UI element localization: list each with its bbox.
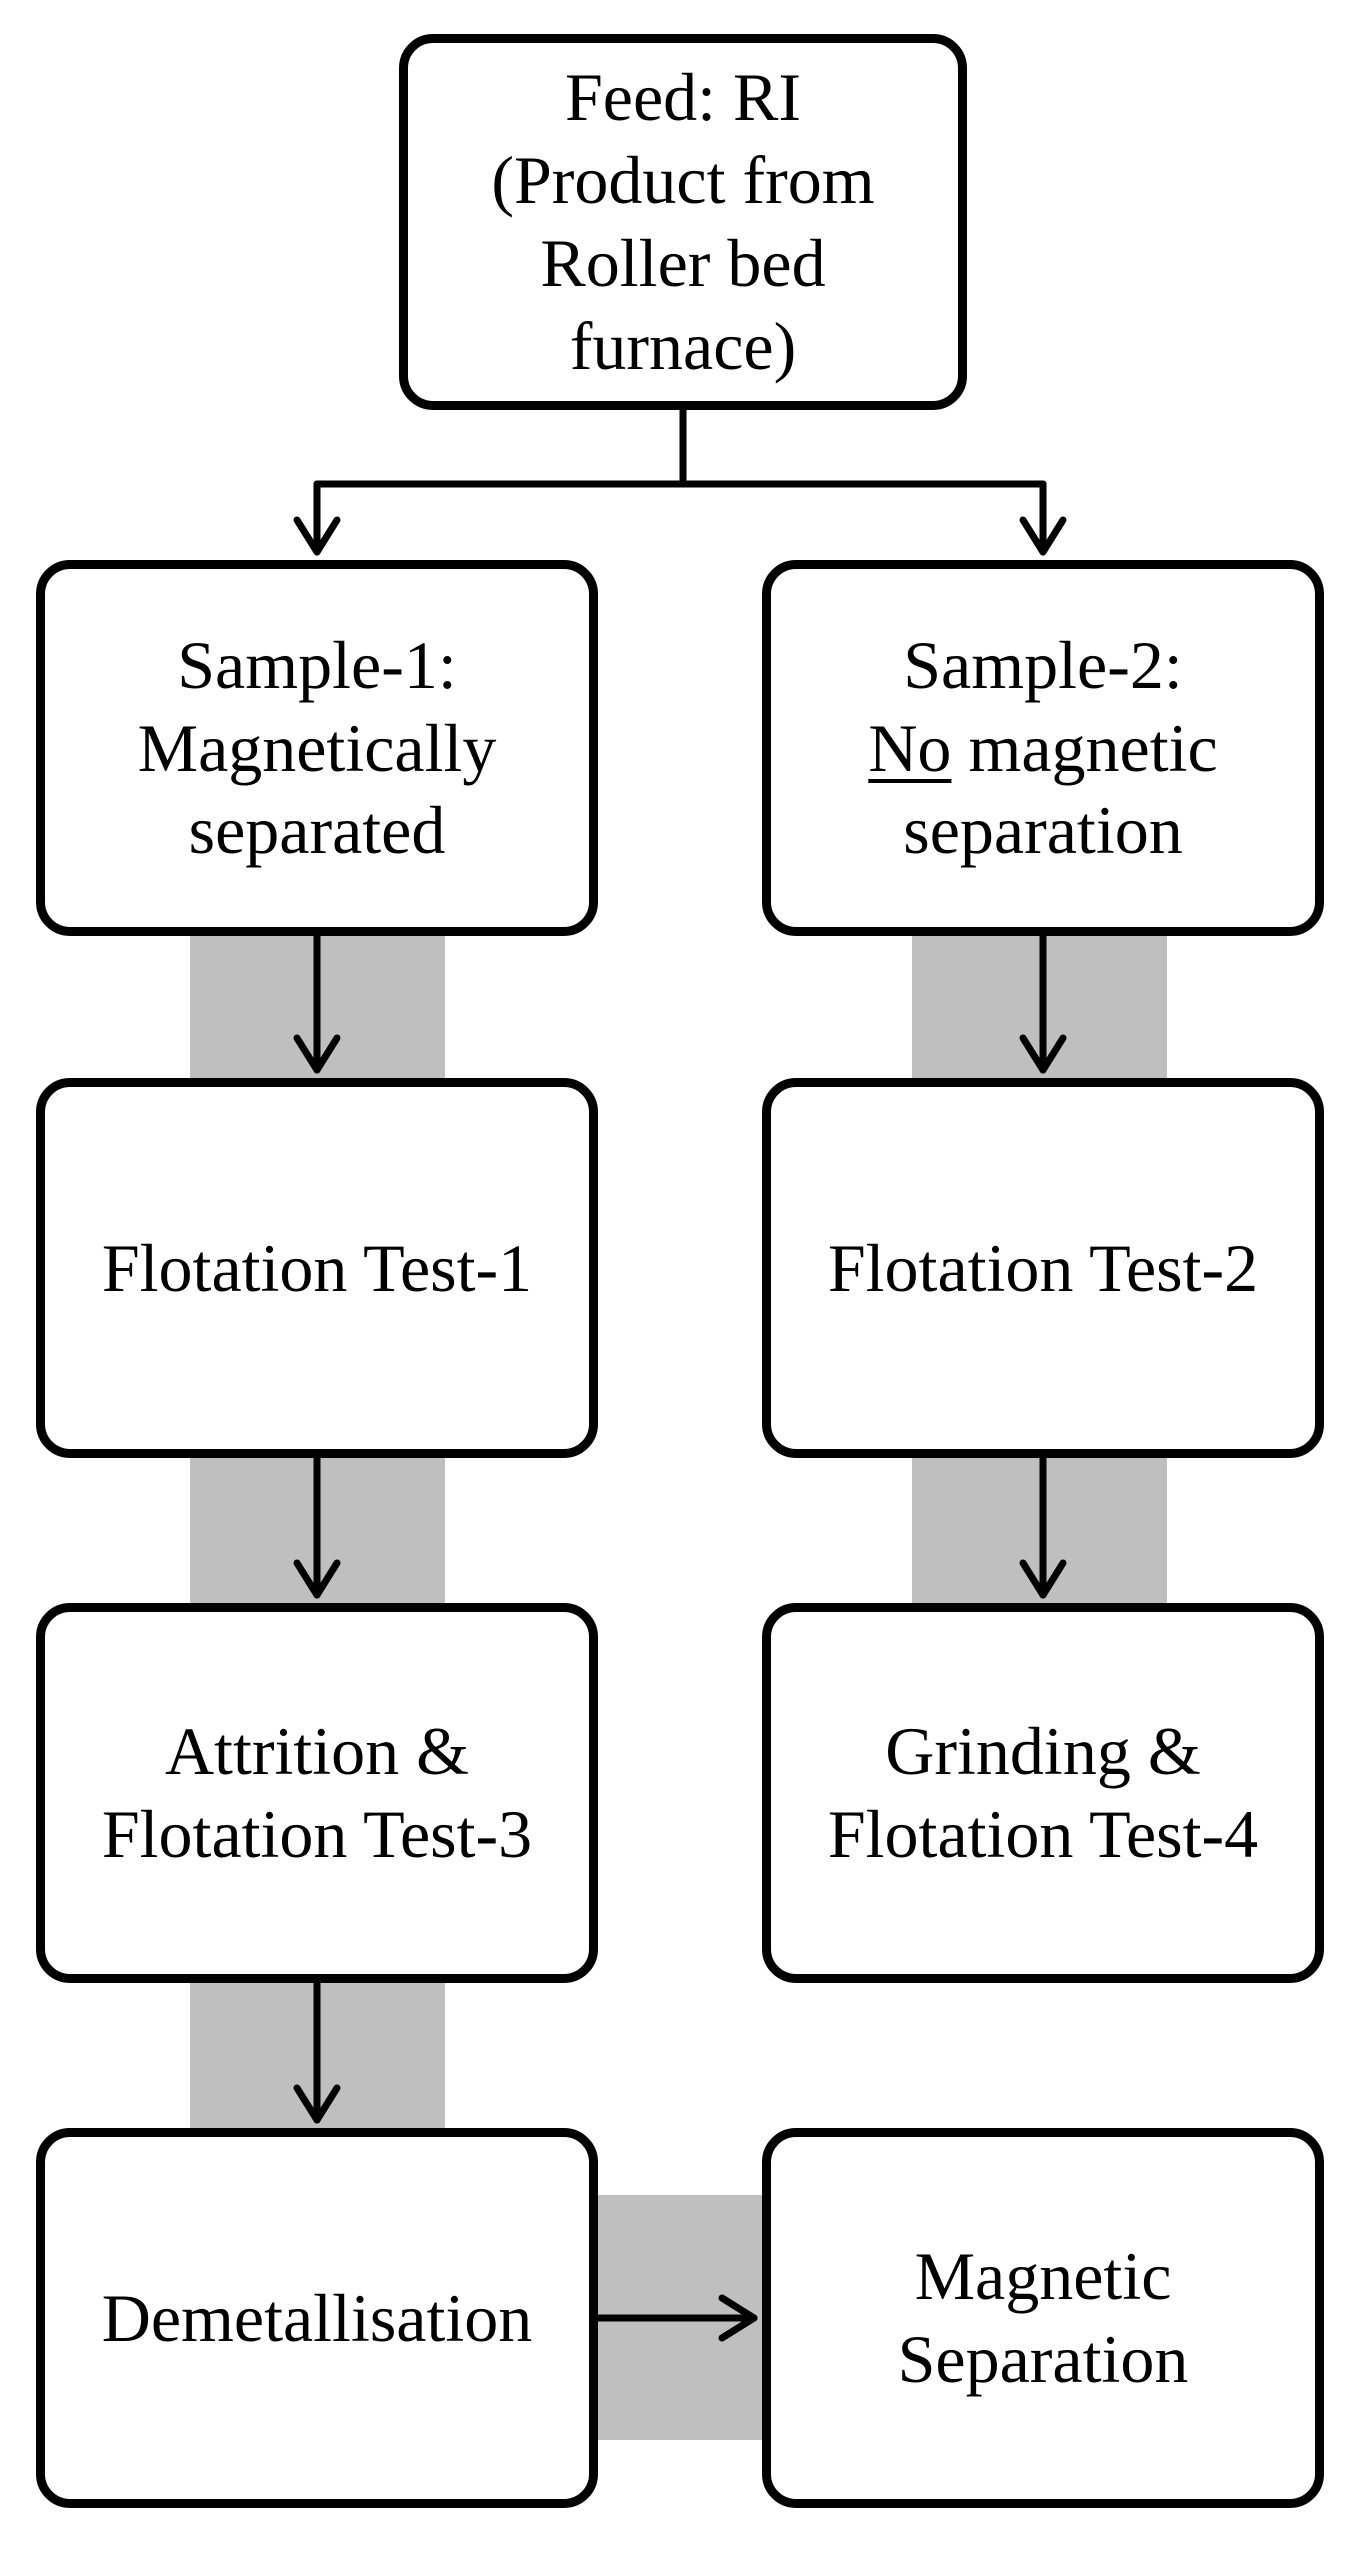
grinding-line-1: Grinding & bbox=[885, 1713, 1201, 1790]
attrition-label: Attrition & Flotation Test-3 bbox=[102, 1710, 532, 1876]
grinding-line-2: Flotation Test-4 bbox=[827, 1796, 1259, 1872]
attrition-flotation-test-3-box: Attrition & Flotation Test-3 bbox=[36, 1603, 598, 1983]
feed-box: Feed: RI (Product from Roller bed furnac… bbox=[399, 34, 967, 410]
magnetic-line-2: Separation bbox=[897, 2321, 1189, 2397]
band-attrition-demetallisation bbox=[190, 1980, 445, 2130]
grinding-label: Grinding & Flotation Test-4 bbox=[828, 1710, 1258, 1876]
arrow-head-feed-to-sample1 bbox=[293, 516, 341, 556]
demetallisation-label: Demetallisation bbox=[102, 2277, 533, 2360]
band-demetallisation-magnetic bbox=[596, 2195, 766, 2440]
band-sample1-flotation1 bbox=[190, 930, 445, 1080]
sample1-box-label: Sample-1: Magnetically separated bbox=[138, 624, 497, 873]
flotation-test-2-box: Flotation Test-2 bbox=[762, 1078, 1324, 1458]
feed-line-1: Feed: RI bbox=[564, 59, 802, 136]
arrow-head-feed-to-sample2 bbox=[1019, 516, 1067, 556]
magnetic-separation-box: Magnetic Separation bbox=[762, 2128, 1324, 2508]
sample2-box-label: Sample-2: No magnetic separation bbox=[868, 624, 1217, 873]
sample2-no-underlined: No bbox=[868, 709, 952, 786]
sample2-line-2: No magnetic bbox=[868, 707, 1217, 790]
feed-line-4: furnace) bbox=[569, 307, 797, 384]
attrition-line-1: Attrition & bbox=[164, 1713, 470, 1790]
demetallisation-line-1: Demetallisation bbox=[101, 2279, 533, 2356]
feed-box-label: Feed: RI (Product from Roller bed furnac… bbox=[491, 56, 874, 388]
sample2-line-1: Sample-2: bbox=[903, 626, 1183, 703]
sample1-line-1: Sample-1: bbox=[177, 626, 457, 703]
magnetic-line-1: Magnetic bbox=[914, 2238, 1172, 2315]
feed-line-3: Roller bed bbox=[540, 225, 826, 301]
sample1-line-2: Magnetically bbox=[137, 709, 497, 786]
sample2-line-2-rest: magnetic bbox=[951, 709, 1218, 786]
magnetic-separation-label: Magnetic Separation bbox=[898, 2235, 1189, 2401]
attrition-line-2: Flotation Test-3 bbox=[101, 1796, 533, 1872]
grinding-flotation-test-4-box: Grinding & Flotation Test-4 bbox=[762, 1603, 1324, 1983]
feed-line-2: (Product from bbox=[491, 142, 875, 219]
flotation-test-1-label: Flotation Test-1 bbox=[102, 1227, 532, 1310]
sample1-box: Sample-1: Magnetically separated bbox=[36, 560, 598, 936]
band-sample2-flotation2 bbox=[912, 930, 1167, 1080]
sample2-line-3: separation bbox=[903, 792, 1183, 869]
flotation1-line-1: Flotation Test-1 bbox=[101, 1229, 533, 1306]
sample1-line-3: separated bbox=[188, 792, 446, 869]
flotation-test-1-box: Flotation Test-1 bbox=[36, 1078, 598, 1458]
demetallisation-box: Demetallisation bbox=[36, 2128, 598, 2508]
flotation2-line-1: Flotation Test-2 bbox=[827, 1229, 1259, 1306]
band-flotation2-grinding bbox=[912, 1455, 1167, 1605]
band-flotation1-attrition bbox=[190, 1455, 445, 1605]
flotation-test-2-label: Flotation Test-2 bbox=[828, 1227, 1258, 1310]
sample2-box: Sample-2: No magnetic separation bbox=[762, 560, 1324, 936]
